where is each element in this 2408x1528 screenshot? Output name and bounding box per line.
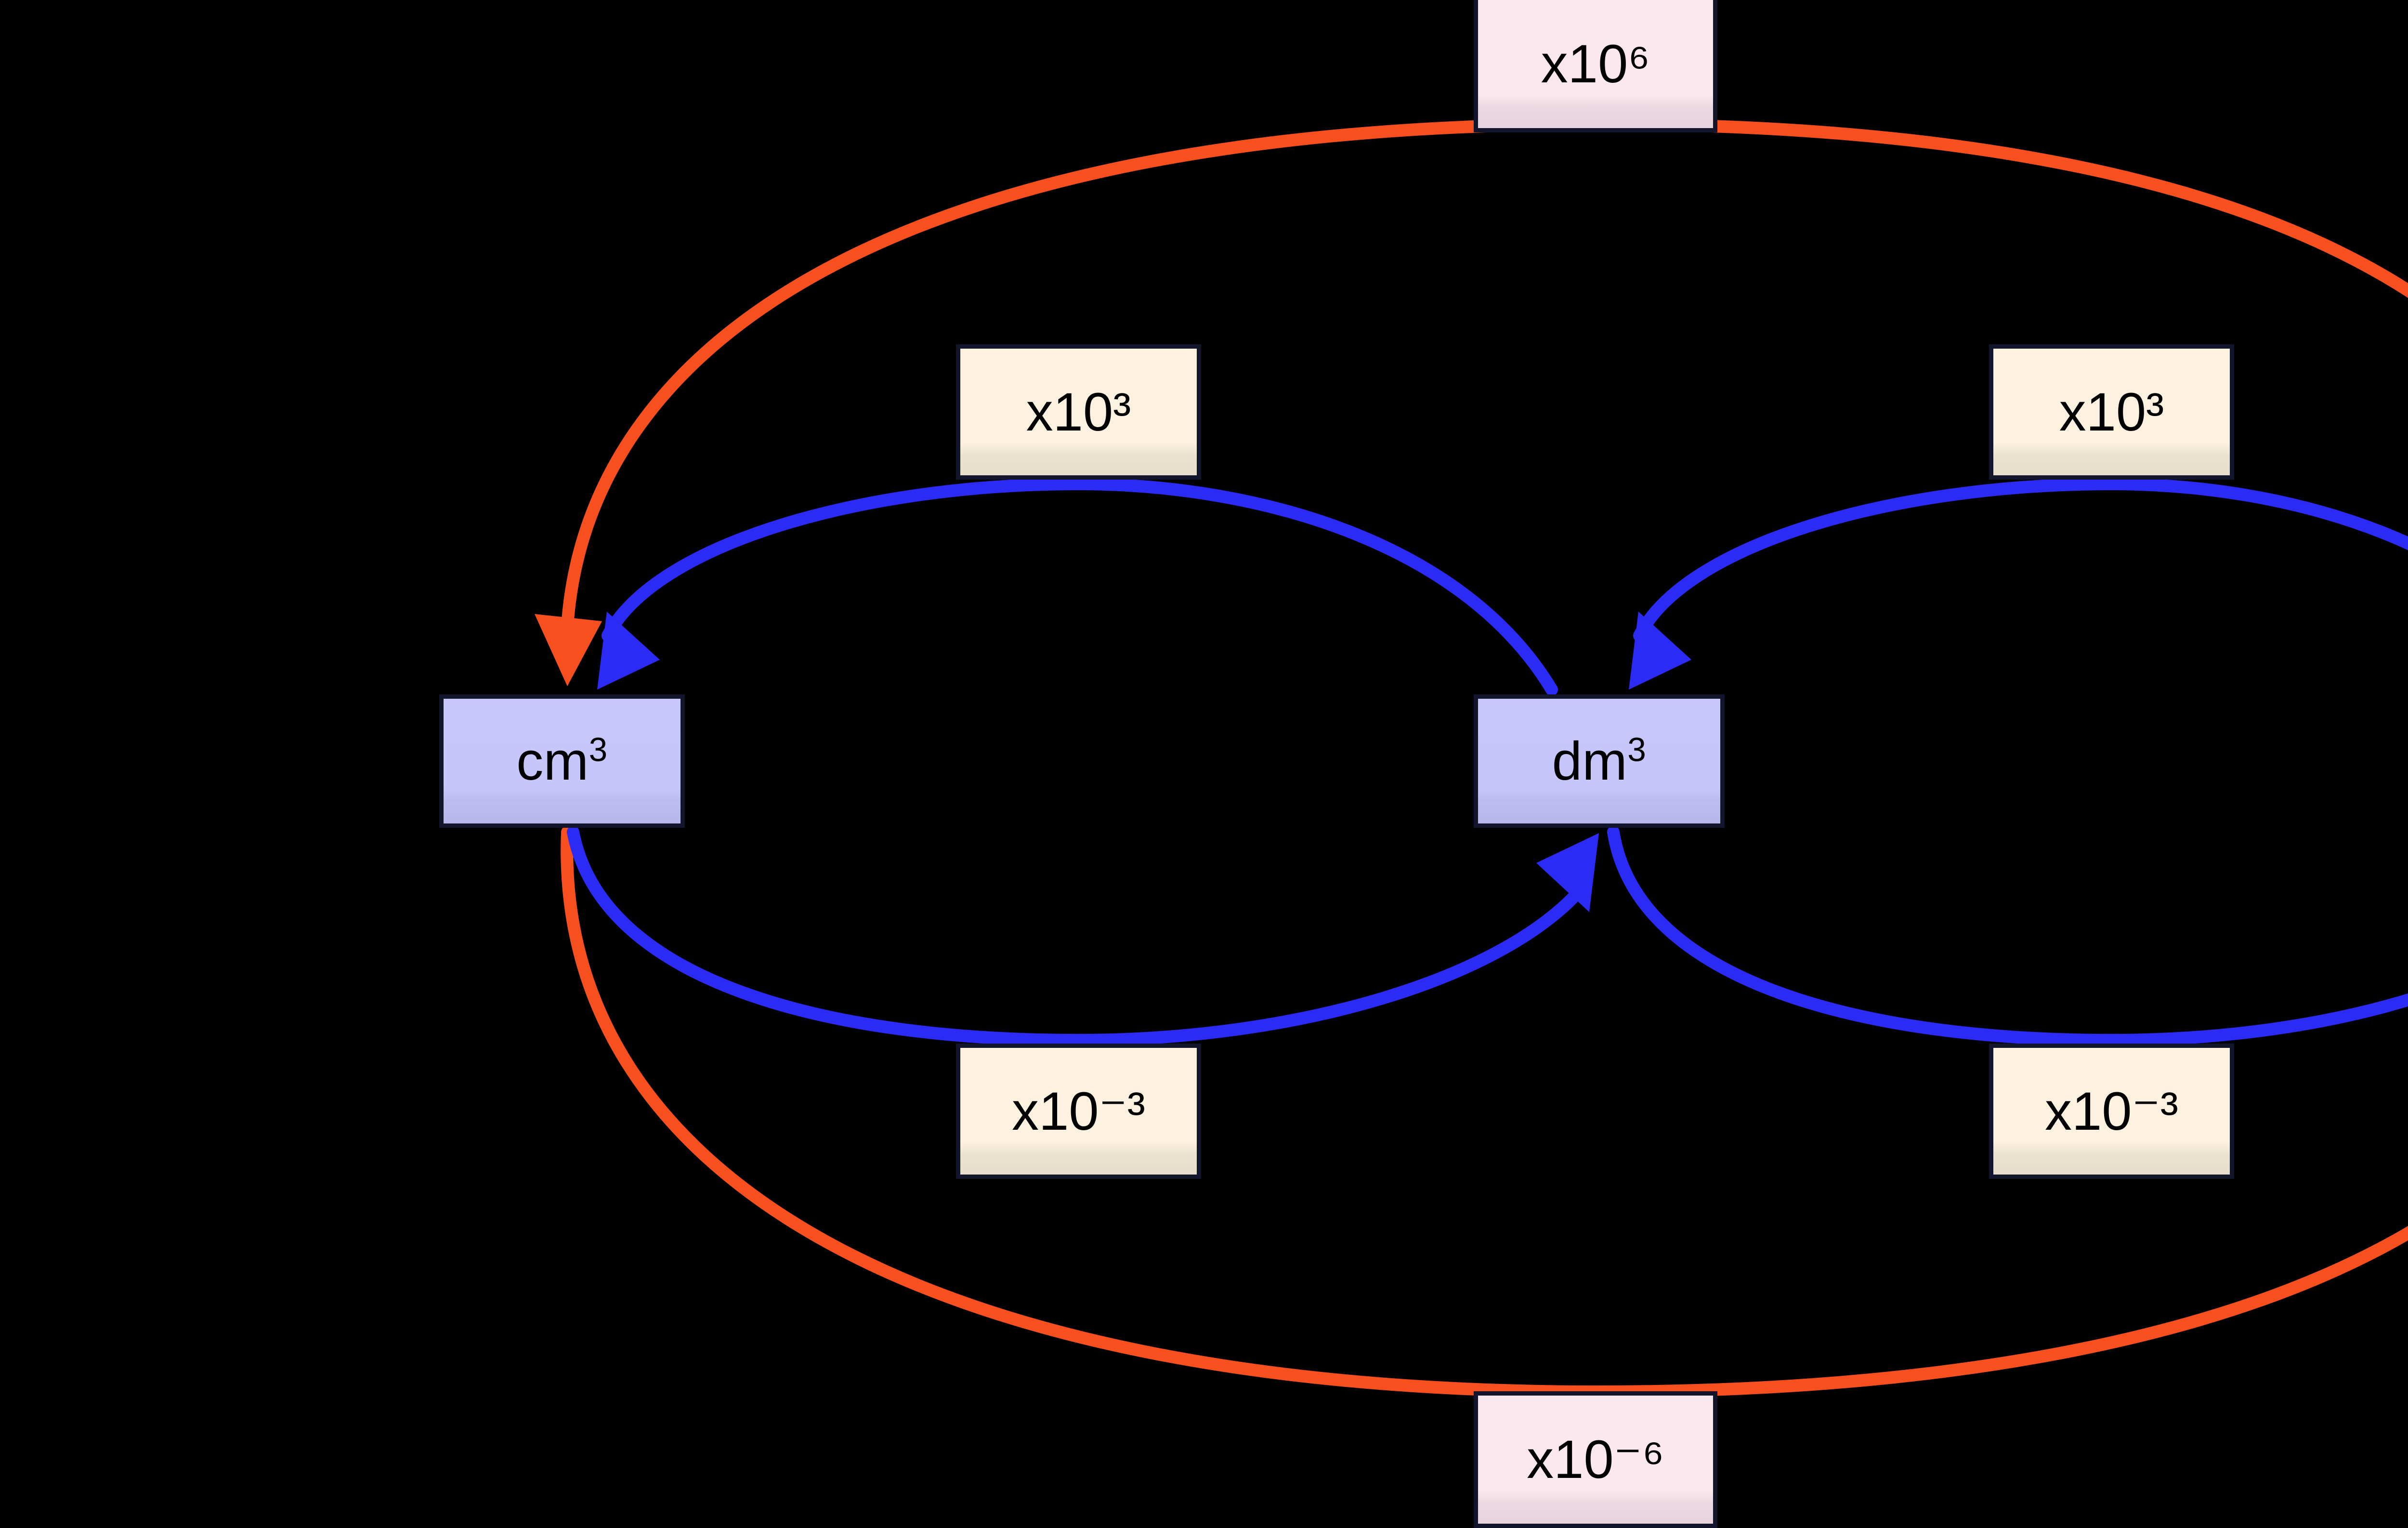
edge-label-bottom-outer-text: x10⁻⁶ (1527, 1429, 1664, 1489)
edge-label-top-left-text: x10³ (1026, 381, 1131, 442)
node-cm3-label: cm3 (516, 731, 608, 791)
edge-cm3-to-dm3 (567, 826, 1599, 1047)
node-dm3[interactable]: dm3 (1474, 694, 1725, 828)
node-dm3-label: dm3 (1552, 731, 1647, 791)
edge-label-top-right-text: x10³ (2059, 381, 2164, 442)
edge-label-bottom-outer: x10⁻⁶ (1474, 1391, 1717, 1528)
edge-m3-to-dm3 (1629, 477, 2408, 690)
edge-label-top-outer: x10⁶ (1474, 0, 1717, 132)
edge-label-bottom-left: x10⁻³ (956, 1044, 1201, 1179)
edge-label-top-left: x10³ (956, 344, 1201, 480)
edge-label-top-outer-text: x10⁶ (1541, 34, 1650, 94)
node-cm3[interactable]: cm3 (439, 694, 685, 828)
edge-label-bottom-left-text: x10⁻³ (1012, 1081, 1145, 1141)
edge-label-top-right: x10³ (1989, 344, 2234, 480)
edge-dm3-to-m3 (1607, 826, 2408, 1047)
edge-dm3-to-cm3 (597, 477, 1558, 696)
edge-label-bottom-right-text: x10⁻³ (2045, 1081, 2178, 1141)
edge-label-bottom-right: x10⁻³ (1989, 1044, 2234, 1179)
